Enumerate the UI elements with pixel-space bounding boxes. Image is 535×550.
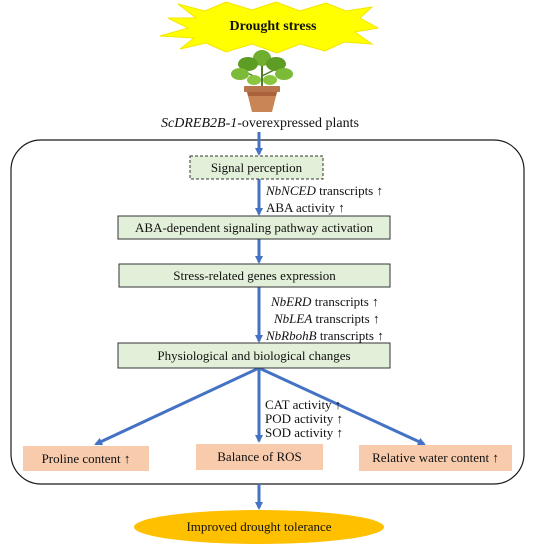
nced-text: transcripts ↑ <box>315 183 383 198</box>
physiological-box <box>117 342 391 369</box>
signal-perception-box <box>189 155 324 180</box>
process-frame <box>10 139 525 485</box>
water-label: Relative water content ↑ <box>372 450 499 465</box>
rbohb-text: transcripts ↑ <box>316 328 384 343</box>
erd-annotation: NbERD transcripts ↑ <box>271 294 379 310</box>
lea-gene: NbLEA <box>274 311 313 326</box>
drought-stress-label: Drought stress <box>229 19 317 34</box>
pod-annotation: POD activity ↑ <box>265 411 343 426</box>
erd-text: transcripts ↑ <box>311 294 379 309</box>
drought-stress-burst <box>159 1 380 54</box>
potted-plant-icon <box>231 50 293 112</box>
ros-label: Balance of ROS <box>217 449 302 464</box>
physiological-label: Physiological and biological changes <box>157 347 351 363</box>
arrow-physiology-to-water <box>258 366 426 446</box>
nced-gene: NbNCED <box>266 183 316 198</box>
aba-pathway-box <box>117 215 391 240</box>
aba-pathway-label: ABA-dependent signaling pathway activati… <box>135 219 373 235</box>
aba-activity-annotation: ABA activity ↑ <box>266 200 345 215</box>
plant-suffix: -overexpressed plants <box>237 116 359 131</box>
plants-label: ScDREB2B-1-overexpressed plants <box>100 115 420 133</box>
proline-label: Proline content ↑ <box>41 450 131 466</box>
stress-genes-box <box>118 263 391 288</box>
lea-annotation: NbLEA transcripts ↑ <box>274 311 379 327</box>
signal-perception-label: Signal perception <box>210 159 303 175</box>
erd-gene: NbERD <box>271 294 312 309</box>
rbohb-gene: NbRbohB <box>266 328 317 343</box>
sod-annotation: SOD activity ↑ <box>265 425 343 440</box>
rbohb-annotation: NbRbohB transcripts ↑ <box>266 328 384 344</box>
nced-annotation: NbNCED transcripts ↑ <box>266 183 383 199</box>
lea-text: transcripts ↑ <box>312 311 380 326</box>
arrow-physiology-to-proline <box>94 366 260 446</box>
tolerance-label: Improved drought tolerance <box>186 519 332 534</box>
proline-box <box>23 446 149 471</box>
plant-gene-name: ScDREB2B-1 <box>161 116 238 131</box>
stress-genes-label: Stress-related genes expression <box>173 267 336 283</box>
tolerance-ellipse <box>134 510 384 544</box>
ros-box <box>196 444 323 470</box>
water-box <box>359 445 512 471</box>
cat-annotation: CAT activity ↑ <box>265 397 342 412</box>
